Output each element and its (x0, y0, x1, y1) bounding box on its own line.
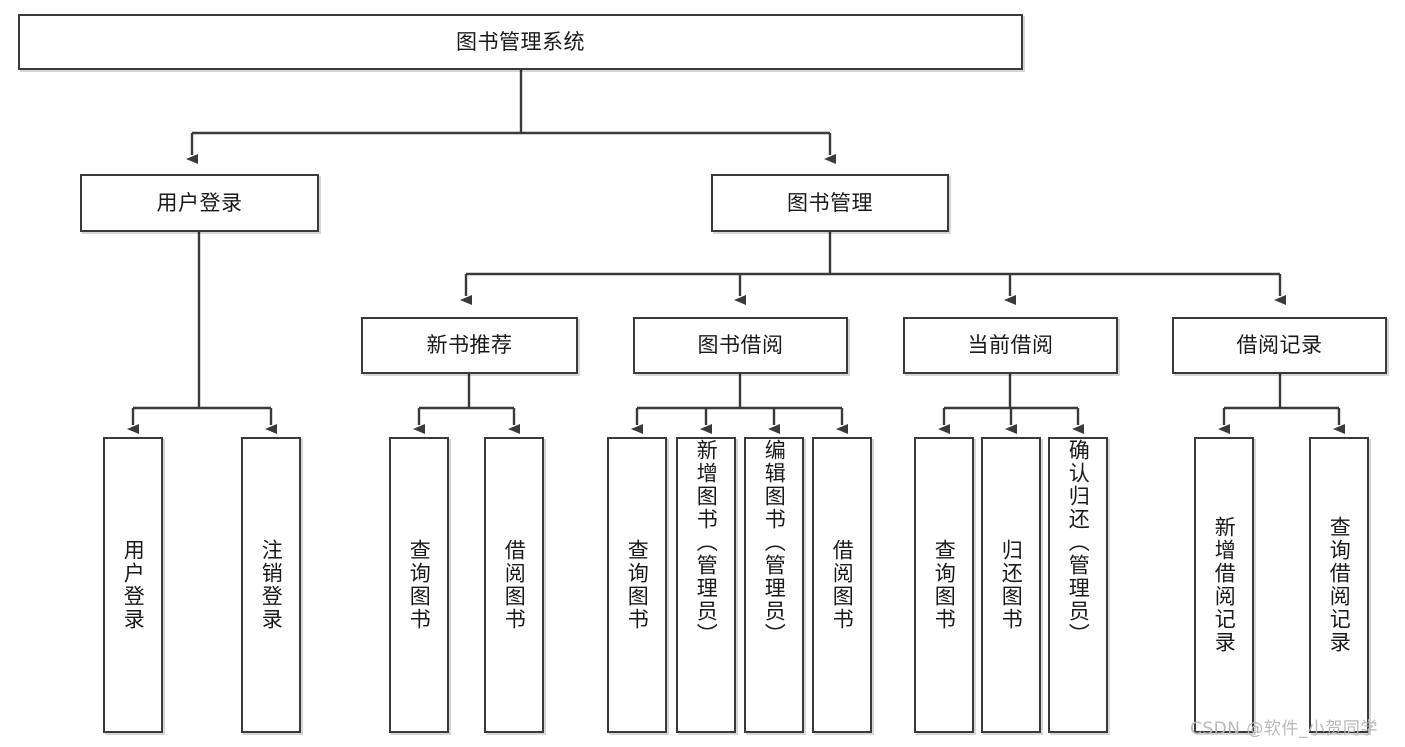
node-book-borrow-label: 图书借阅 (697, 333, 784, 358)
node-new-book-recommend-label: 新书推荐 (426, 333, 513, 358)
leaf-add-book-admin-label: 新增图书（管理员） (694, 439, 719, 646)
node-book-borrow[interactable]: 图书借阅 (633, 317, 848, 374)
leaf-borrow-book-recommend-label: 借阅图书 (502, 539, 527, 631)
leaf-user-login[interactable]: 用户登录 (103, 437, 163, 733)
leaf-add-book-admin[interactable]: 新增图书（管理员） (676, 437, 736, 733)
leaf-query-book-recommend-label: 查询图书 (407, 539, 432, 631)
node-current-borrow-label: 当前借阅 (967, 333, 1054, 358)
leaf-query-book-current-label: 查询图书 (932, 539, 957, 631)
leaf-borrow-book-recommend[interactable]: 借阅图书 (484, 437, 544, 733)
leaf-query-book-borrow-label: 查询图书 (625, 539, 650, 631)
leaf-logout[interactable]: 注销登录 (241, 437, 301, 733)
leaf-confirm-return-admin-label: 确认归还（管理员） (1066, 439, 1091, 646)
leaf-query-book-borrow[interactable]: 查询图书 (607, 437, 667, 733)
leaf-query-book-recommend[interactable]: 查询图书 (389, 437, 449, 733)
leaf-borrow-book-label: 借阅图书 (830, 539, 855, 631)
leaf-return-book[interactable]: 归还图书 (981, 437, 1041, 733)
node-new-book-recommend[interactable]: 新书推荐 (361, 317, 578, 374)
node-book-management[interactable]: 图书管理 (711, 174, 949, 232)
leaf-query-book-current[interactable]: 查询图书 (914, 437, 974, 733)
leaf-add-borrow-record-label: 新增借阅记录 (1212, 516, 1237, 654)
leaf-return-book-label: 归还图书 (999, 539, 1024, 631)
node-current-borrow[interactable]: 当前借阅 (903, 317, 1118, 374)
leaf-borrow-book[interactable]: 借阅图书 (812, 437, 872, 733)
node-root-label: 图书管理系统 (456, 29, 585, 54)
node-borrow-records[interactable]: 借阅记录 (1172, 317, 1387, 374)
leaf-logout-label: 注销登录 (259, 539, 284, 631)
csdn-watermark: CSDN @软件_小贺同学 (1190, 719, 1378, 739)
leaf-user-login-label: 用户登录 (121, 539, 146, 631)
leaf-add-borrow-record[interactable]: 新增借阅记录 (1194, 437, 1254, 733)
node-root[interactable]: 图书管理系统 (18, 14, 1023, 70)
leaf-query-borrow-record-label: 查询借阅记录 (1327, 516, 1352, 654)
leaf-confirm-return-admin[interactable]: 确认归还（管理员） (1048, 437, 1108, 733)
leaf-edit-book-admin[interactable]: 编辑图书（管理员） (744, 437, 804, 733)
node-borrow-records-label: 借阅记录 (1236, 333, 1323, 358)
leaf-query-borrow-record[interactable]: 查询借阅记录 (1309, 437, 1369, 733)
node-book-management-label: 图书管理 (787, 190, 873, 215)
node-user-login-label: 用户登录 (156, 190, 243, 215)
node-user-login[interactable]: 用户登录 (80, 174, 319, 232)
leaf-edit-book-admin-label: 编辑图书（管理员） (762, 439, 787, 646)
